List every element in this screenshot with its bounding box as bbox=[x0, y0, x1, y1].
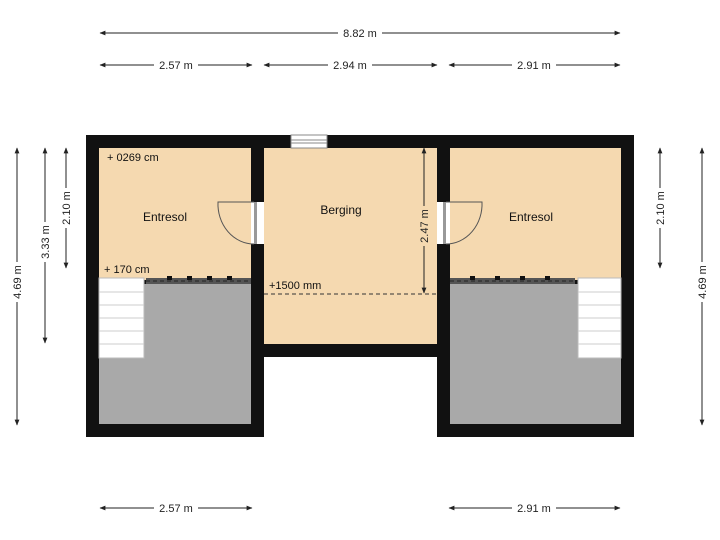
dim-right-inner-label: 2.10 m bbox=[655, 191, 667, 225]
dim-berging-height-label: 2.47 m bbox=[419, 209, 431, 243]
staircase-right bbox=[577, 277, 622, 359]
dimension-right-outer: 4.69 m bbox=[695, 147, 709, 426]
dimension-left-middle: 3.33 m bbox=[38, 147, 52, 344]
door-right bbox=[437, 201, 483, 245]
label-entresol-right: Entresol bbox=[509, 210, 553, 224]
dim-bottom-left-label: 2.57 m bbox=[159, 503, 193, 515]
dimension-left-outer: 4.69 m bbox=[10, 147, 24, 426]
dimension-left-inner: 2.10 m bbox=[59, 147, 73, 269]
dim-left-inner-label: 2.10 m bbox=[61, 191, 73, 225]
staircase-left bbox=[98, 277, 145, 359]
label-level-mid: + 170 cm bbox=[104, 264, 150, 276]
label-entresol-left: Entresol bbox=[143, 210, 187, 224]
window-berging bbox=[290, 134, 328, 149]
dimension-bottom-left: 2.57 m bbox=[99, 501, 253, 515]
dimension-top-left: 2.57 m bbox=[99, 58, 253, 72]
dim-total-width-label: 8.82 m bbox=[343, 28, 377, 40]
balustrade-right bbox=[450, 276, 575, 284]
label-level-top: + 0269 cm bbox=[107, 152, 159, 164]
dimension-top-middle: 2.94 m bbox=[263, 58, 438, 72]
dim-right-outer-label: 4.69 m bbox=[697, 265, 709, 299]
dim-top-middle-label: 2.94 m bbox=[333, 60, 367, 72]
door-left bbox=[217, 201, 264, 245]
dimension-top-right: 2.91 m bbox=[448, 58, 621, 72]
room-entresol-right bbox=[450, 148, 621, 280]
balustrade-left bbox=[146, 276, 251, 284]
dimension-berging-height: 2.47 m bbox=[417, 147, 431, 294]
label-height-line: +1500 mm bbox=[269, 280, 321, 292]
room-berging bbox=[264, 148, 437, 344]
label-berging: Berging bbox=[320, 203, 361, 217]
dimension-right-inner: 2.10 m bbox=[653, 147, 667, 269]
room-entresol-left bbox=[99, 148, 251, 280]
dim-top-right-label: 2.91 m bbox=[517, 60, 551, 72]
dim-left-middle-label: 3.33 m bbox=[40, 225, 52, 259]
dim-top-left-label: 2.57 m bbox=[159, 60, 193, 72]
dim-left-outer-label: 4.69 m bbox=[12, 265, 24, 299]
dimension-total-width: 8.82 m bbox=[99, 26, 621, 40]
dimension-bottom-right: 2.91 m bbox=[448, 501, 621, 515]
dim-bottom-right-label: 2.91 m bbox=[517, 503, 551, 515]
